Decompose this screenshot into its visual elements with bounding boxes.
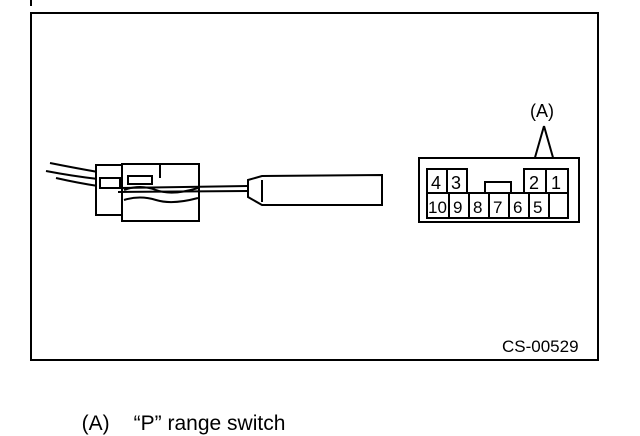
pin-label: 7 [493,198,502,217]
figure-code: CS-00529 [502,337,579,356]
caption-text: “P” range switch [133,412,286,435]
pin-label: 10 [428,198,447,217]
test-probe [117,173,383,206]
connector-face: 4 3 2 1 10 9 8 7 6 5 [418,157,580,223]
pin-label: 4 [431,173,441,193]
pin-label: 1 [551,173,561,193]
pin-label: 2 [529,173,539,193]
harness-wires [45,162,99,187]
pin-label: 9 [453,198,462,217]
caption-marker: (A) [81,412,110,435]
figure-frame [30,12,599,361]
caption: (A) “P” range switch [70,388,286,436]
pin-label: 3 [451,173,461,193]
pin-label: 5 [533,198,542,217]
callout-label: (A) [530,101,554,121]
pin-label: 8 [473,198,482,217]
diagram: (A) 4 3 2 1 10 9 8 [30,0,599,361]
pin-label: 6 [513,198,522,217]
